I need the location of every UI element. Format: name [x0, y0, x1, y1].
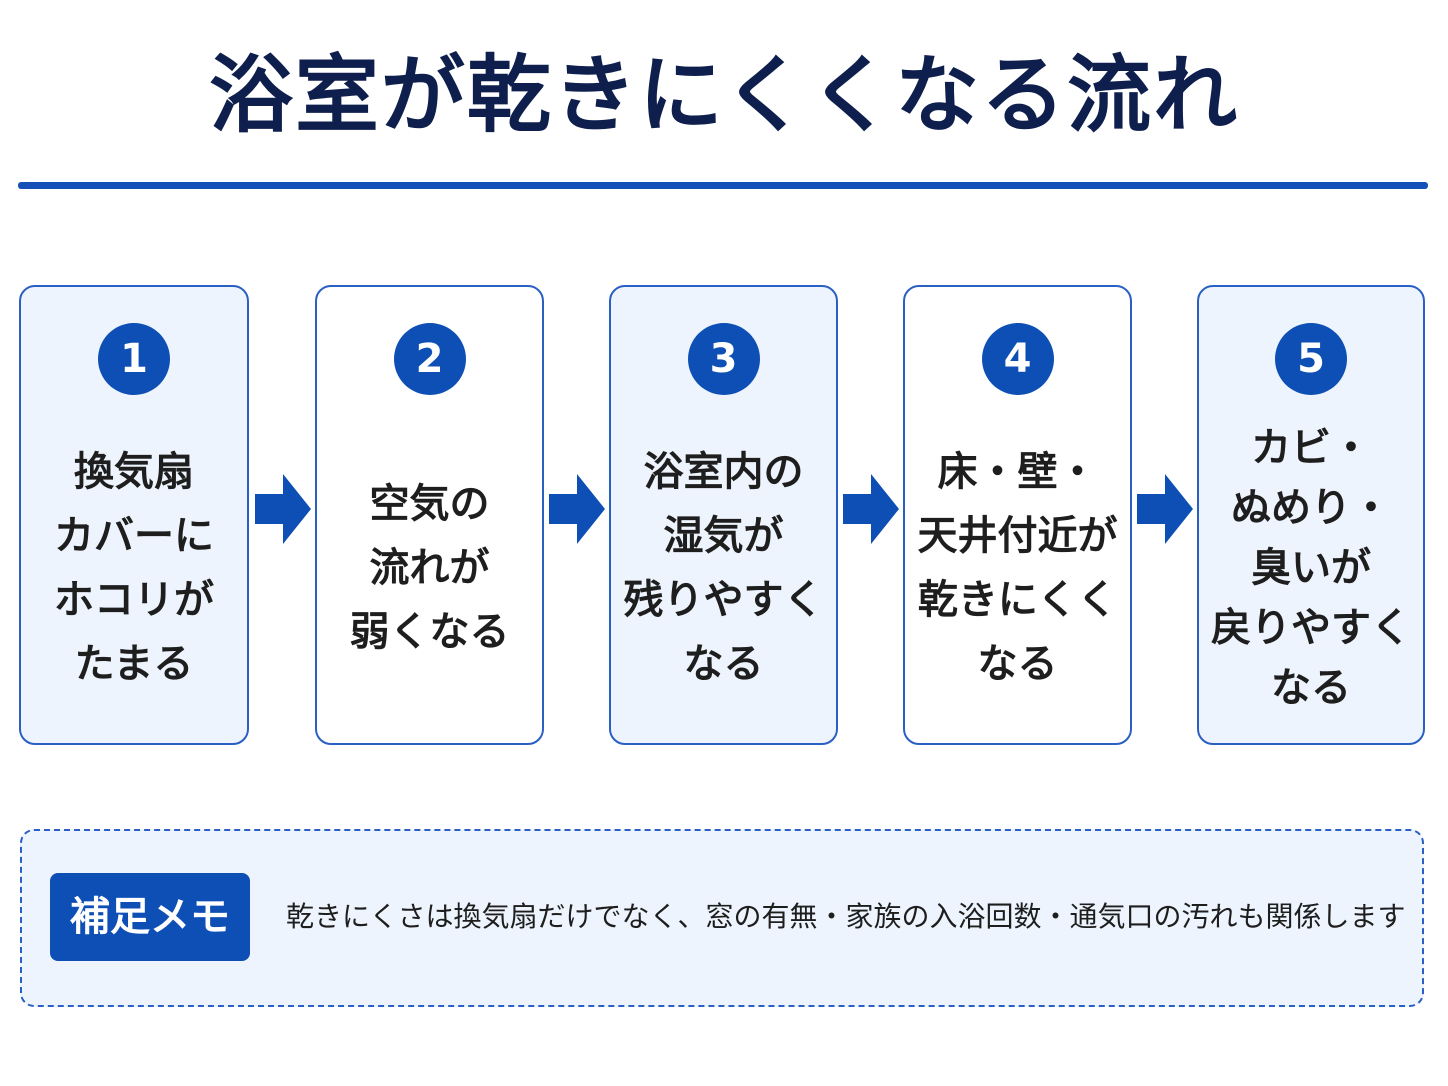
arrow-right-icon	[1137, 474, 1193, 544]
step-card-3: 3 浴室内の 湿気が 残りやすく なる	[609, 285, 838, 745]
step-card-2: 2 空気の 流れが 弱くなる	[315, 285, 544, 745]
step-text: カビ・ ぬめり・ 臭いが 戻りやすく なる	[1211, 425, 1411, 711]
arrow-right-icon	[549, 474, 605, 544]
step-number-badge: 2	[393, 323, 466, 395]
step-card-5: 5 カビ・ ぬめり・ 臭いが 戻りやすく なる	[1197, 285, 1425, 745]
memo-text: 乾きにくさは換気扇だけでなく、窓の有無・家族の入浴回数・通気口の汚れも関係します	[286, 900, 1406, 933]
step-text: 床・壁・ 天井付近が 乾きにくく なる	[917, 449, 1118, 687]
step-number-badge: 4	[981, 323, 1054, 395]
title-divider	[18, 182, 1428, 189]
step-text: 換気扇 カバーに ホコリが たまる	[54, 449, 214, 687]
supplementary-memo: 補足メモ 乾きにくさは換気扇だけでなく、窓の有無・家族の入浴回数・通気口の汚れも…	[20, 829, 1424, 1007]
step-number-badge: 3	[687, 323, 760, 395]
step-number-badge: 1	[98, 323, 170, 395]
step-text: 浴室内の 湿気が 残りやすく なる	[623, 449, 824, 687]
page-title: 浴室が乾きにくくなる流れ	[208, 46, 1240, 144]
step-number-badge: 5	[1275, 323, 1347, 395]
memo-label: 補足メモ	[50, 873, 250, 961]
arrow-right-icon	[255, 474, 311, 544]
step-text: 空気の 流れが 弱くなる	[349, 481, 510, 655]
step-card-1: 1 換気扇 カバーに ホコリが たまる	[19, 285, 249, 745]
step-card-4: 4 床・壁・ 天井付近が 乾きにくく なる	[903, 285, 1132, 745]
arrow-right-icon	[843, 474, 899, 544]
